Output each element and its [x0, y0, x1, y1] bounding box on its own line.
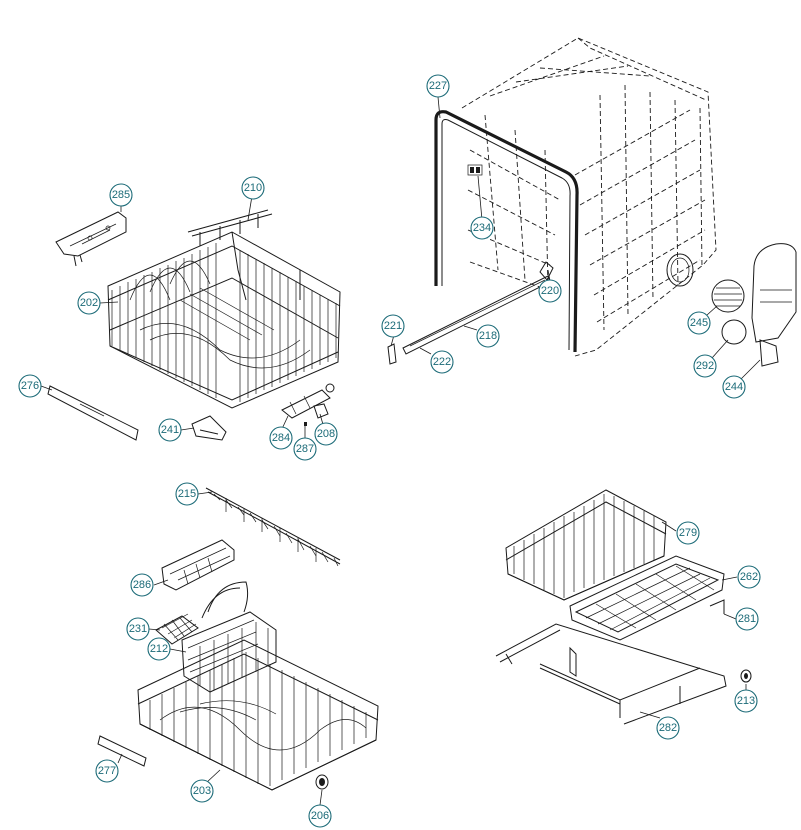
svg-text:277: 277 [98, 765, 116, 777]
rack-rail [387, 261, 554, 365]
callout-285: 285 [109, 183, 133, 207]
cup-shelf-wire [187, 209, 273, 246]
basket-lid [161, 539, 235, 591]
cutlery-tray [569, 555, 725, 641]
svg-text:281: 281 [738, 613, 756, 625]
callout-218: 218 [476, 324, 500, 348]
tine-row [205, 487, 341, 567]
callout-215: 215 [175, 482, 199, 506]
height-adjuster [281, 383, 335, 419]
svg-text:210: 210 [244, 182, 262, 194]
svg-text:221: 221 [384, 320, 402, 332]
svg-text:208: 208 [317, 428, 335, 440]
callout-203: 203 [190, 779, 214, 803]
callout-279: 279 [676, 521, 700, 545]
callout-208: 208 [314, 422, 338, 446]
svg-text:244: 244 [725, 381, 743, 393]
callout-276: 276 [18, 374, 42, 398]
third-rack [505, 489, 667, 601]
callout-227: 227 [426, 74, 450, 98]
svg-text:215: 215 [178, 488, 196, 500]
rack-clip [191, 415, 227, 441]
svg-text:286: 286 [133, 579, 151, 591]
svg-text:284: 284 [272, 432, 290, 444]
svg-text:212: 212 [150, 643, 168, 655]
callout-234: 234 [470, 216, 494, 240]
upper-rack-assembly [107, 231, 341, 409]
stopper [740, 669, 752, 683]
svg-text:231: 231 [129, 623, 147, 635]
svg-text:220: 220 [541, 285, 559, 297]
adjuster-pin [304, 422, 307, 426]
svg-text:279: 279 [679, 527, 697, 539]
callout-221: 221 [381, 314, 405, 338]
tub-cabinet [461, 37, 717, 357]
tray-rails [495, 599, 727, 725]
svg-text:222: 222 [433, 356, 451, 368]
filter-disc [711, 279, 745, 313]
callout-286: 286 [130, 573, 154, 597]
svg-text:285: 285 [112, 189, 130, 201]
callout-282: 282 [656, 716, 680, 740]
svg-text:241: 241 [161, 424, 179, 436]
svg-text:203: 203 [193, 785, 211, 797]
rack-wheel [315, 774, 329, 790]
svg-text:245: 245 [690, 317, 708, 329]
upper-rack-handle [47, 385, 139, 441]
svg-text:234: 234 [473, 222, 491, 234]
svg-text:282: 282 [659, 722, 677, 734]
callout-213: 213 [734, 689, 758, 713]
svg-text:292: 292 [696, 360, 714, 372]
callout-287: 287 [293, 437, 317, 461]
rack-bracket [55, 211, 127, 267]
svg-text:213: 213 [737, 695, 755, 707]
callout-241: 241 [158, 418, 182, 442]
callout-222: 222 [430, 350, 454, 374]
door-gasket [434, 110, 579, 353]
cutlery-basket [181, 581, 277, 693]
callout-284: 284 [269, 426, 293, 450]
callout-210: 210 [241, 176, 265, 200]
callout-292: 292 [693, 354, 717, 378]
callout-220: 220 [538, 279, 562, 303]
svg-text:227: 227 [429, 80, 447, 92]
svg-text:202: 202 [80, 297, 98, 309]
lower-rack-assembly [137, 639, 379, 791]
callout-277: 277 [95, 759, 119, 783]
seal-ring [721, 319, 747, 345]
callout-212: 212 [147, 637, 171, 661]
callout-244: 244 [722, 375, 746, 399]
adjuster-latch [313, 403, 329, 419]
callout-206: 206 [308, 804, 332, 828]
svg-text:276: 276 [21, 380, 39, 392]
sump-cover [751, 243, 797, 367]
callout-231: 231 [126, 617, 150, 641]
callout-281: 281 [735, 607, 759, 631]
svg-text:287: 287 [296, 443, 314, 455]
lower-rack-handle [97, 735, 147, 767]
svg-text:262: 262 [740, 571, 758, 583]
svg-text:218: 218 [479, 330, 497, 342]
small-item-grid [155, 613, 199, 645]
callout-262: 262 [737, 565, 761, 589]
callout-245: 245 [687, 311, 711, 335]
svg-text:206: 206 [311, 810, 329, 822]
callout-202: 202 [77, 291, 101, 315]
